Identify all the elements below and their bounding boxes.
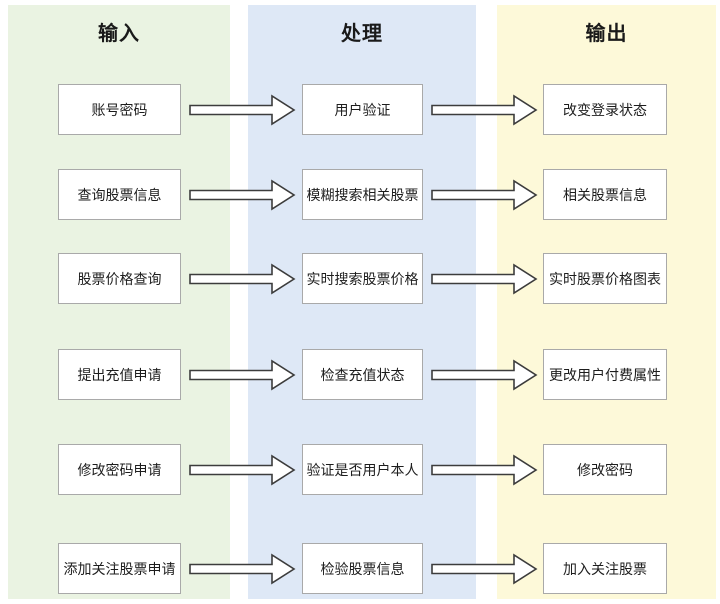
process-box-label: 实时搜索股票价格 <box>306 270 419 287</box>
input-box-label: 提出充值申请 <box>77 366 162 383</box>
arrow-right-icon <box>189 359 296 390</box>
process-box: 实时搜索股票价格 <box>302 253 423 304</box>
arrow-right-icon <box>431 553 538 584</box>
flow-row-4: 提出充值申请 检查充值状态 更改用户付费属性 <box>0 349 720 400</box>
output-box-label: 实时股票价格图表 <box>549 270 661 287</box>
input-box: 股票价格查询 <box>58 253 181 304</box>
arrow-right-icon <box>189 263 296 294</box>
input-box-label: 账号密码 <box>91 101 148 118</box>
arrow-right-icon <box>431 179 538 210</box>
process-box: 检验股票信息 <box>302 543 423 594</box>
input-box: 账号密码 <box>58 84 181 135</box>
process-box: 验证是否用户本人 <box>302 444 423 495</box>
output-box: 修改密码 <box>543 444 667 495</box>
input-column-header: 输入 <box>98 23 140 45</box>
output-box-label: 修改密码 <box>577 461 633 478</box>
arrow-right-icon <box>431 359 538 390</box>
output-box: 相关股票信息 <box>543 169 667 220</box>
output-box-label: 相关股票信息 <box>563 186 647 203</box>
output-box: 更改用户付费属性 <box>543 349 667 400</box>
input-box-label: 查询股票信息 <box>77 186 162 203</box>
output-box: 改变登录状态 <box>543 84 667 135</box>
process-box-label: 检查充值状态 <box>320 366 405 383</box>
input-box: 修改密码申请 <box>58 444 181 495</box>
output-box: 加入关注股票 <box>543 543 667 594</box>
process-box: 用户验证 <box>302 84 423 135</box>
arrow-right-icon <box>189 179 296 210</box>
flow-row-3: 股票价格查询 实时搜索股票价格 实时股票价格图表 <box>0 253 720 304</box>
input-box-label: 添加关注股票申请 <box>63 560 176 577</box>
arrow-right-icon <box>189 553 296 584</box>
process-column-header: 处理 <box>341 23 383 45</box>
arrow-right-icon <box>189 94 296 125</box>
flow-row-6: 添加关注股票申请 检验股票信息 加入关注股票 <box>0 543 720 594</box>
flow-row-1: 账号密码 用户验证 改变登录状态 <box>0 84 720 135</box>
arrow-right-icon <box>189 454 296 485</box>
arrow-right-icon <box>431 263 538 294</box>
output-box-label: 加入关注股票 <box>563 560 647 577</box>
process-box: 检查充值状态 <box>302 349 423 400</box>
output-box-label: 更改用户付费属性 <box>549 366 661 383</box>
process-box-label: 模糊搜索相关股票 <box>306 186 419 203</box>
output-column-header: 输出 <box>585 23 628 45</box>
input-box: 查询股票信息 <box>58 169 181 220</box>
input-box-label: 股票价格查询 <box>77 270 162 287</box>
process-box-label: 验证是否用户本人 <box>306 461 419 478</box>
flow-row-5: 修改密码申请 验证是否用户本人 修改密码 <box>0 444 720 495</box>
process-box-label: 用户验证 <box>334 101 391 118</box>
arrow-right-icon <box>431 454 538 485</box>
flow-row-2: 查询股票信息 模糊搜索相关股票 相关股票信息 <box>0 169 720 220</box>
output-box-label: 改变登录状态 <box>563 101 647 118</box>
output-box: 实时股票价格图表 <box>543 253 667 304</box>
input-box-label: 修改密码申请 <box>77 461 162 478</box>
process-box: 模糊搜索相关股票 <box>302 169 423 220</box>
process-box-label: 检验股票信息 <box>320 560 405 577</box>
input-box: 添加关注股票申请 <box>58 543 181 594</box>
input-box: 提出充值申请 <box>58 349 181 400</box>
arrow-right-icon <box>431 94 538 125</box>
